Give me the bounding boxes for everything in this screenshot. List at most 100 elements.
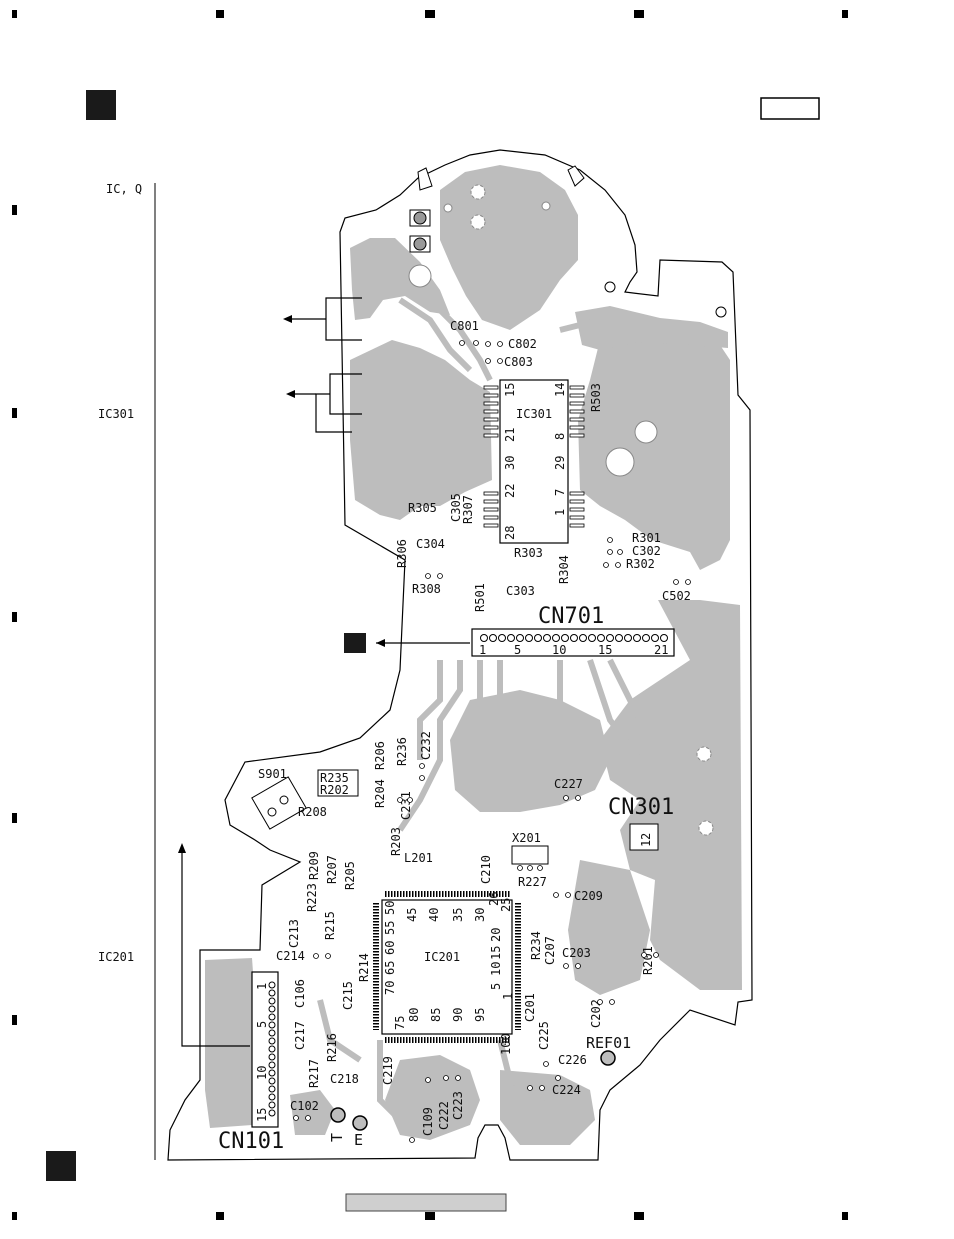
cn301-pin-1: 1	[639, 840, 653, 847]
cn101-pin-5: 5	[255, 1021, 269, 1028]
registration-marks	[12, 10, 848, 1220]
ic201-pin-100: 100	[499, 1033, 513, 1055]
comp-c218: C218	[330, 1072, 359, 1086]
pour-holes	[408, 184, 714, 836]
ic301-pin-15: 15	[503, 383, 517, 397]
comp-r206: R206	[373, 741, 387, 770]
comp-c226: C226	[558, 1053, 587, 1067]
component-pads	[293, 340, 691, 1143]
section-marker-top	[86, 90, 116, 120]
ic301-pin-8: 8	[553, 433, 567, 440]
ic301-pin-22: 22	[503, 484, 517, 498]
comp-c303: C303	[506, 584, 535, 598]
ic201-pin-20: 20	[489, 928, 503, 942]
comp-c302: C302	[632, 544, 661, 558]
comp-c801: C801	[450, 319, 479, 333]
test-point-t: T	[328, 1133, 346, 1142]
comp-c802: C802	[508, 337, 537, 351]
board-notch-left	[417, 167, 433, 191]
comp-r203: R203	[389, 827, 403, 856]
ic301: IC301 15 14 21 8 30 29 22 7 28 1	[483, 379, 585, 544]
cn701-pin-21: 21	[654, 643, 668, 657]
r235-r202-box	[317, 769, 359, 797]
jumper-pads	[409, 209, 431, 253]
comp-c203: C203	[562, 946, 591, 960]
comp-c232: C232	[419, 731, 433, 760]
ic201-pin-80: 80	[407, 1008, 421, 1022]
cn701-pin-1: 1	[479, 643, 486, 657]
comp-r307: R307	[461, 495, 475, 524]
comp-c225: C225	[537, 1021, 551, 1050]
comp-r214: R214	[357, 953, 371, 982]
ic301-pin-7: 7	[553, 489, 567, 496]
comp-r234: R234	[529, 931, 543, 960]
comp-r207: R207	[325, 855, 339, 884]
cn101: CN101 1 5 10 15	[218, 971, 284, 1154]
ic201-label: IC201	[424, 950, 460, 964]
comp-r223: R223	[305, 883, 319, 912]
ic301-pin-30: 30	[503, 456, 517, 470]
ic201: IC201 1 5 10 15 20 25 26 30 35 40 45 50 …	[373, 891, 521, 1055]
comp-c202: C202	[589, 999, 603, 1028]
ic201-pin-45: 45	[405, 908, 419, 922]
ic201-pin-85: 85	[429, 1008, 443, 1022]
comp-c305: C305	[449, 493, 463, 522]
ic301-label: IC301	[516, 407, 552, 421]
ic201-pin-90: 90	[451, 1008, 465, 1022]
comp-r301: R301	[632, 531, 661, 545]
test-point-e: E	[354, 1131, 363, 1149]
comp-r209: R209	[307, 851, 321, 880]
mount-hole-edge	[715, 306, 727, 318]
comp-c102: C102	[290, 1099, 319, 1113]
comp-r205: R205	[343, 861, 357, 890]
comp-l201: L201	[404, 851, 433, 865]
comp-c109: C109	[421, 1107, 435, 1136]
comp-r308: R308	[412, 582, 441, 596]
comp-r302: R302	[626, 557, 655, 571]
comp-c106: C106	[293, 979, 307, 1008]
ic301-pin-14: 14	[553, 383, 567, 397]
comp-r235: R235	[320, 771, 349, 785]
comp-c222: C222	[437, 1101, 451, 1130]
ic301-pin-29: 29	[553, 456, 567, 470]
comp-c304: C304	[416, 537, 445, 551]
comp-s901: S901	[258, 767, 287, 781]
side-label-ic301: IC301	[98, 407, 134, 421]
section-marker-bottom	[46, 1151, 76, 1181]
comp-c215: C215	[341, 981, 355, 1010]
cn701-pin-15: 15	[598, 643, 612, 657]
ic201-pin-26: 26	[487, 892, 501, 906]
reference-box	[760, 97, 820, 120]
comp-r204: R204	[373, 779, 387, 808]
cn101-pin-1: 1	[255, 983, 269, 990]
test-point-ref01: REF01	[586, 1034, 631, 1052]
comp-c224: C224	[552, 1083, 581, 1097]
comp-c803: C803	[504, 355, 533, 369]
ic201-pin-25: 25	[499, 898, 513, 912]
ic201-pin-95: 95	[473, 1008, 487, 1022]
ic201-pin-60: 60	[383, 941, 397, 955]
ic201-pin-35: 35	[451, 908, 465, 922]
comp-c213: C213	[287, 919, 301, 948]
ic201-pin-40: 40	[427, 908, 441, 922]
comp-c227: C227	[554, 777, 583, 791]
comp-r236: R236	[395, 737, 409, 766]
board-notch-right	[567, 165, 585, 187]
comp-c217: C217	[293, 1021, 307, 1050]
comp-r227: R227	[518, 875, 547, 889]
ic201-pin-5: 5	[489, 983, 503, 990]
comp-c209: C209	[574, 889, 603, 903]
comp-r201: R201	[641, 946, 655, 975]
comp-r503: R503	[589, 383, 603, 412]
comp-x201: X201	[512, 831, 541, 845]
comp-c219: C219	[381, 1056, 395, 1085]
cn701-pin-5: 5	[514, 643, 521, 657]
ic201-pin-10: 10	[489, 962, 503, 976]
comp-c231: C231	[399, 791, 413, 820]
ic201-pin-15: 15	[489, 946, 503, 960]
comp-c214: C214	[276, 949, 305, 963]
signal-brackets	[181, 297, 470, 1047]
pcb-traces	[317, 297, 683, 1133]
